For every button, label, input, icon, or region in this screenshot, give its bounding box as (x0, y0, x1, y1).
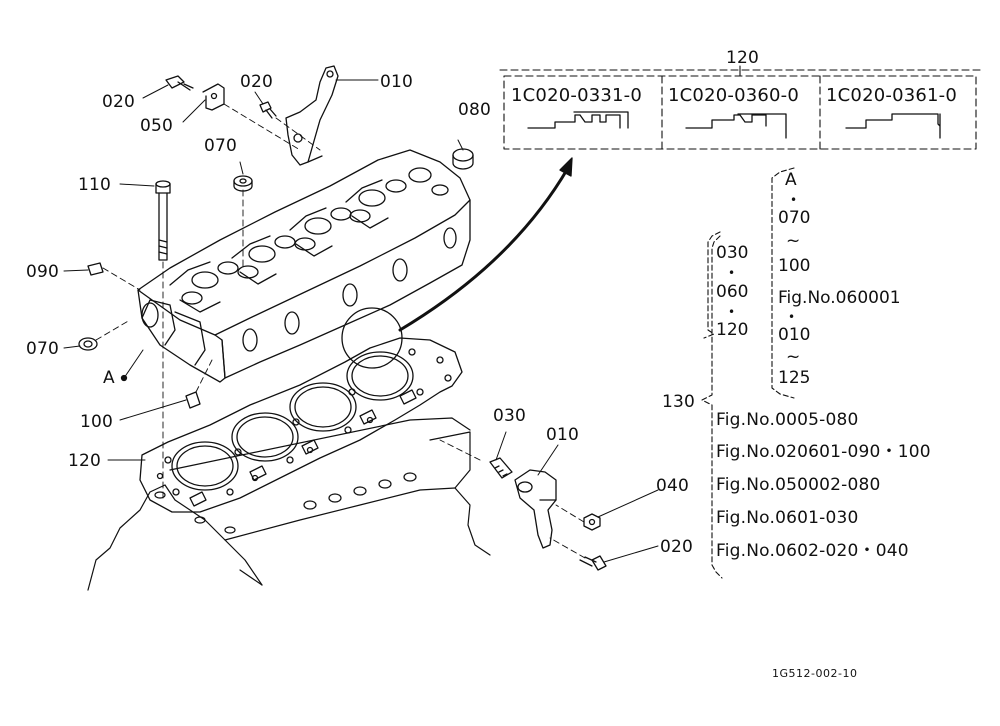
gasket-part-number-1: 1C020-0331-0 (511, 85, 643, 106)
leader-lines (63, 79, 659, 563)
cap-080 (452, 148, 474, 170)
callout-040: 040 (656, 476, 690, 496)
bracket-inner-range (703, 231, 721, 339)
bracket-a-tilde-1: ~ (786, 231, 801, 251)
gasket-table-box (499, 65, 981, 150)
washer-070-top (233, 175, 253, 271)
lifting-eye-010-right (514, 469, 557, 549)
bracket-a-tilde-2: ~ (786, 347, 801, 367)
callout-120: 120 (68, 451, 102, 471)
gasket-profile-1 (527, 111, 629, 129)
callout-010-right: 010 (546, 425, 580, 445)
ref-050002-080: Fig.No.050002-080 (716, 475, 881, 495)
bracket-a-fig-060001: Fig.No.060001 (778, 288, 901, 308)
bracket-inner-030: 030 (716, 243, 749, 263)
pin-090 (87, 262, 141, 291)
bracket-inner-dot-2: • (728, 305, 736, 319)
bracket-inner-dot-1: • (728, 266, 736, 280)
gasket-profile-2 (685, 113, 787, 139)
bracket-a-range (771, 167, 795, 399)
callout-010-top-label: 010 (380, 72, 414, 92)
callout-020-mid: 020 (240, 72, 274, 92)
callout-020-left: 020 (102, 92, 136, 112)
lifting-eye-010-top (285, 65, 339, 166)
callout-030: 030 (493, 406, 527, 426)
plug-100 (185, 359, 213, 409)
callout-100: 100 (80, 412, 114, 432)
callout-090: 090 (26, 262, 60, 282)
callout-110: 110 (78, 175, 112, 195)
callout-050: 050 (140, 116, 174, 136)
washer-070-left (78, 319, 131, 351)
head-bolt-110 (155, 180, 171, 501)
drawing-id: 1G512-002-10 (772, 667, 858, 680)
ref-020601-090-100: Fig.No.020601-090・100 (716, 442, 931, 462)
callout-130: 130 (662, 392, 696, 412)
ref-0005-080: Fig.No.0005-080 (716, 410, 859, 430)
bracket-inner-120: 120 (716, 320, 749, 340)
gasket-detail-callout (341, 157, 573, 369)
cylinder-head (137, 149, 471, 383)
bolt-020-right (549, 537, 607, 571)
head-gasket (139, 337, 463, 513)
callout-070-top: 070 (204, 136, 238, 156)
bracket-130-range (701, 235, 723, 579)
nut-040 (555, 504, 601, 531)
bracket-inner-060: 060 (716, 282, 749, 302)
bracket-a-dot-1: • (790, 193, 798, 207)
bracket-a-label: A (785, 170, 797, 190)
ref-0601-030: Fig.No.0601-030 (716, 508, 859, 528)
engine-block-outline (87, 417, 491, 591)
bracket-a-070: 070 (778, 208, 811, 228)
callout-a: A (103, 368, 115, 388)
gasket-part-number-2: 1C020-0360-0 (668, 85, 800, 106)
bracket-a-dot-2: • (788, 310, 796, 324)
callout-020-right: 020 (660, 537, 694, 557)
gasket-table-title: 120 (726, 48, 760, 68)
point-a-dot (120, 374, 128, 382)
bracket-a-100: 100 (778, 256, 811, 276)
bracket-a-125: 125 (778, 368, 811, 388)
gasket-profile-3 (845, 113, 941, 139)
callout-080: 080 (458, 100, 492, 120)
callout-070-left: 070 (26, 339, 60, 359)
bracket-a-010: 010 (778, 325, 811, 345)
gasket-part-number-3: 1C020-0361-0 (826, 85, 958, 106)
ref-0602-020-040: Fig.No.0602-020・040 (716, 541, 909, 561)
